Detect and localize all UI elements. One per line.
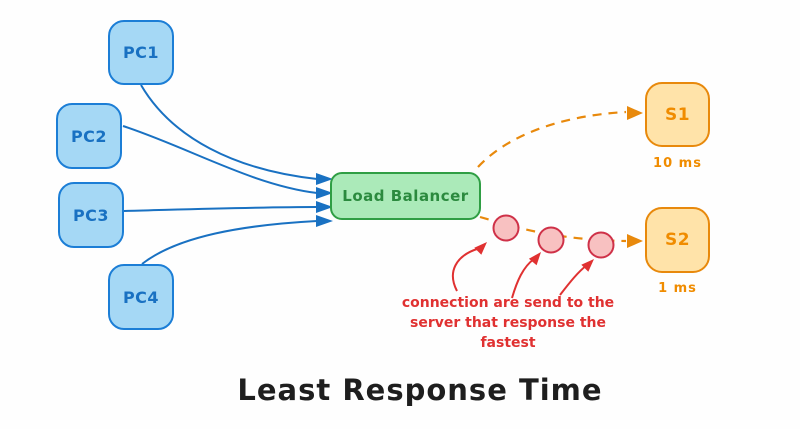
arrowhead-icon — [474, 242, 487, 255]
annotation-line-2: server that response the fastest — [410, 315, 606, 351]
node-s2: S2 — [645, 207, 710, 273]
pc3-to-lb-connector — [123, 206, 318, 212]
diagram-title: Least Response Time — [237, 373, 603, 407]
pc1-to-lb-connector — [140, 84, 318, 180]
arrowhead-icon — [581, 259, 594, 272]
pc2-to-lb-connector — [122, 125, 318, 194]
arrowhead-icon — [316, 215, 333, 227]
node-pc4-label: PC4 — [122, 287, 160, 307]
connection-dot-icon — [587, 231, 615, 259]
node-pc2: PC2 — [56, 103, 122, 169]
arrowhead-icon — [316, 187, 333, 199]
node-s1-label: S1 — [664, 104, 691, 125]
annotation-arrow-3 — [559, 264, 588, 296]
node-pc2-label: PC2 — [70, 126, 108, 146]
pc4-to-lb-connector — [141, 220, 318, 265]
arrowhead-icon — [627, 234, 643, 248]
annotation-line-1: connection are send to the — [401, 295, 615, 311]
lb-to-s1-connector — [477, 110, 627, 168]
connection-dots — [492, 214, 615, 259]
s1-latency-label: 10 ms — [653, 156, 702, 171]
client-connectors — [122, 84, 318, 265]
connection-dot-icon — [492, 214, 520, 242]
lb-to-s2-connector — [479, 215, 627, 243]
red-arrowheads — [474, 242, 594, 272]
annotation-text: connection are send to the server that r… — [383, 293, 633, 353]
node-load-balancer: Load Balancer — [330, 172, 481, 220]
node-pc3: PC3 — [58, 182, 124, 248]
node-pc3-label: PC3 — [72, 205, 110, 225]
node-pc1: PC1 — [108, 20, 174, 85]
annotation-arrow-2 — [511, 258, 535, 299]
blue-arrowheads — [316, 173, 333, 227]
arrowhead-icon — [528, 252, 541, 266]
node-pc4: PC4 — [108, 264, 174, 330]
node-s1: S1 — [645, 82, 710, 147]
arrowhead-icon — [316, 201, 333, 213]
annotation-arrow-1 — [451, 248, 478, 292]
load-balancer-label: Load Balancer — [342, 187, 469, 205]
annotation-arrows — [451, 248, 588, 299]
s2-latency-label: 1 ms — [658, 281, 697, 296]
connection-dot-icon — [537, 226, 565, 254]
arrowhead-icon — [627, 106, 643, 120]
node-pc1-label: PC1 — [122, 43, 160, 62]
arrowhead-icon — [316, 173, 333, 185]
node-s2-label: S2 — [664, 230, 691, 250]
